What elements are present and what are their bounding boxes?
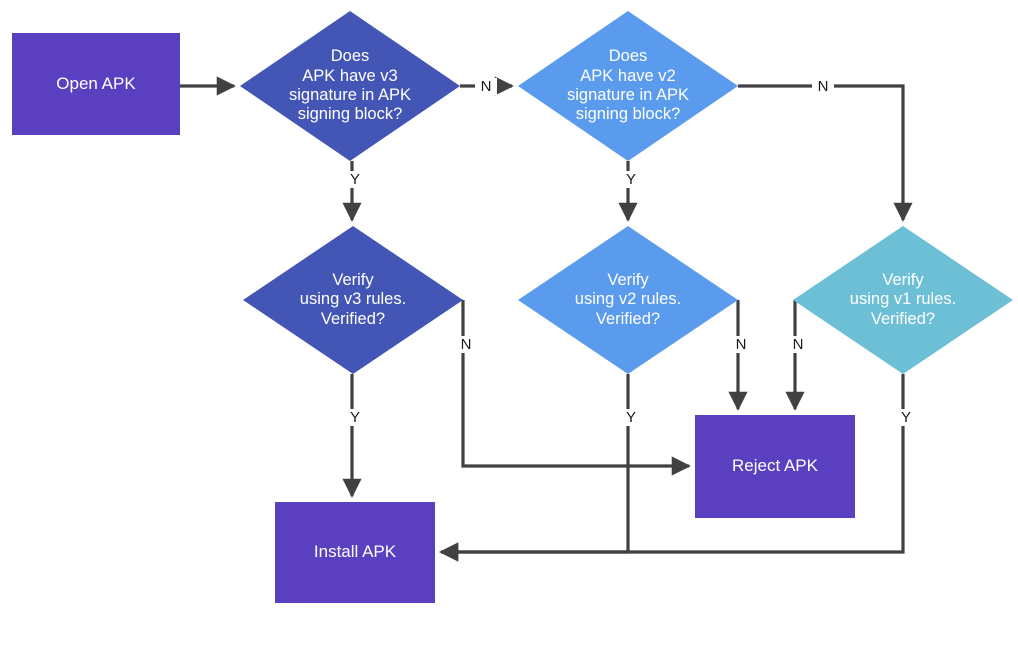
edge-verify-v3-no-to-reject — [461, 300, 691, 476]
edge-label-verify-v3-yes: Y — [344, 409, 366, 426]
edge-label-v3-yes: Y — [344, 171, 366, 188]
edge-v2-no-to-verify-v1 — [738, 84, 913, 222]
node-label: Reject APK — [732, 456, 818, 476]
node-verify-v1-rules[interactable]: Verify using v1 rules. Verified? — [793, 226, 1013, 374]
diamond-shape — [793, 226, 1013, 374]
edge-label-v3-no: N — [475, 78, 497, 95]
node-label: Verify using v2 rules. Verified? — [574, 270, 682, 328]
node-has-v3-signature[interactable]: Does APK have v3 signature in APK signin… — [240, 11, 460, 161]
node-label: Install APK — [313, 542, 397, 562]
diamond-shape — [243, 226, 463, 374]
node-reject-apk[interactable]: Reject APK — [695, 415, 855, 518]
node-open-apk[interactable]: Open APK — [12, 33, 180, 135]
edge-label-verify-v1-yes: Y — [895, 409, 917, 426]
edge-label-v2-no: N — [812, 78, 834, 95]
node-verify-v2-rules[interactable]: Verify using v2 rules. Verified? — [518, 226, 738, 374]
diamond-shape — [240, 11, 460, 161]
node-label: Open APK — [56, 73, 136, 93]
diamond-shape — [518, 11, 738, 161]
edge-label-verify-v1-no: N — [787, 336, 809, 353]
node-label: Does APK have v2 signature in APK signin… — [567, 47, 689, 124]
diamond-shape — [518, 226, 738, 374]
edge-label-verify-v3-no: N — [455, 336, 477, 353]
node-install-apk[interactable]: Install APK — [275, 502, 435, 603]
node-label: Verify using v1 rules. Verified? — [849, 270, 957, 328]
node-label: Verify using v3 rules. Verified? — [299, 270, 407, 328]
edge-label-v2-yes: Y — [620, 171, 642, 188]
node-label: Does APK have v3 signature in APK signin… — [289, 47, 411, 124]
edge-verify-v2-yes-to-install — [439, 374, 630, 562]
edge-label-verify-v2-yes: Y — [620, 409, 642, 426]
node-has-v2-signature[interactable]: Does APK have v2 signature in APK signin… — [518, 11, 738, 161]
edge-verify-v1-yes-to-install — [439, 374, 905, 562]
edge-label-verify-v2-no: N — [730, 336, 752, 353]
node-verify-v3-rules[interactable]: Verify using v3 rules. Verified? — [243, 226, 463, 374]
